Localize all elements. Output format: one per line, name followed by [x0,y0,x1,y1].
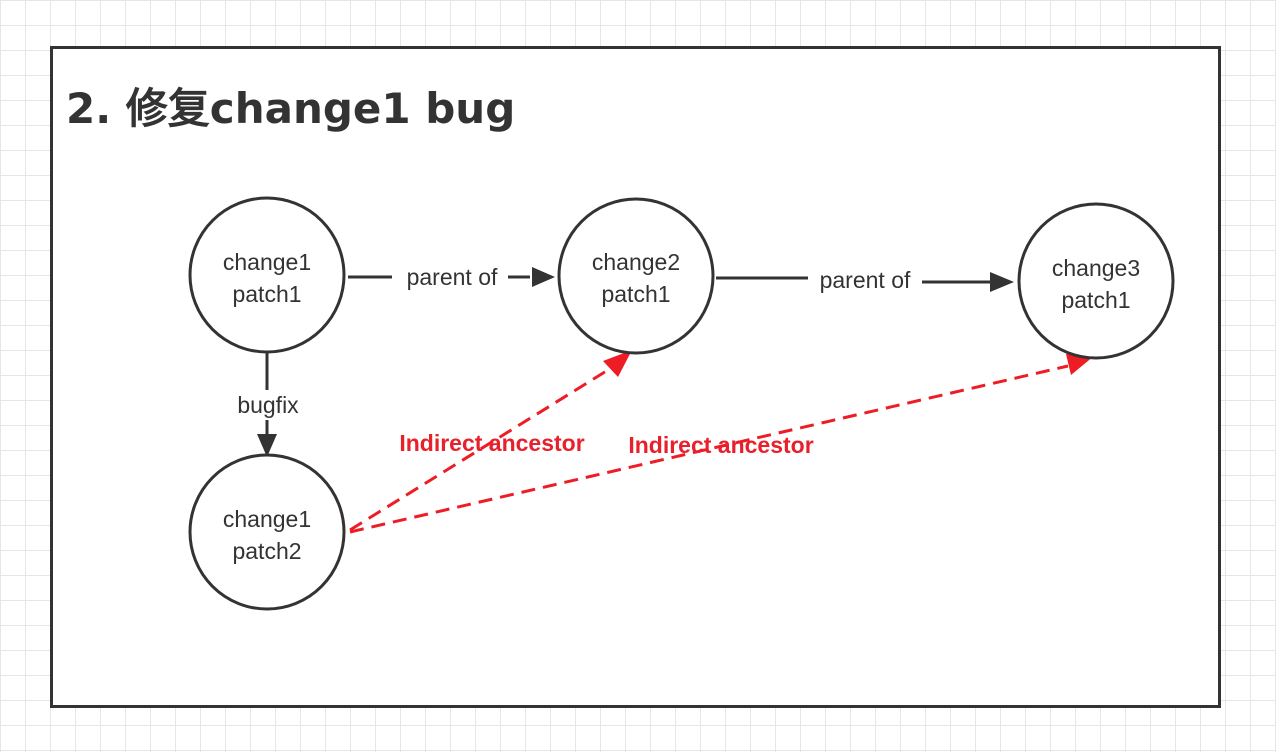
edge-label-c2p1-to-c3p1: parent of [820,267,911,293]
diagram-title: 2. 修复change1 bug [66,84,516,133]
node-change2-patch1: change2 patch1 [557,197,715,355]
node-label-line1: change1 [223,249,311,275]
node-label-line2: patch2 [232,538,301,564]
node-label-line2: patch1 [601,281,670,307]
node-label-line1: change1 [223,506,311,532]
node-label-line2: patch1 [1061,287,1130,313]
indirect-label-c1p2-to-c3p1: Indirect ancestor [628,432,813,458]
node-label-line2: patch1 [232,281,301,307]
indirect-edge-c1p2-to-c2p1: Indirect ancestor [349,350,632,532]
edge-label-c1p1-to-c2p1: parent of [407,264,498,290]
indirect-edge-c1p2-to-c3p1: Indirect ancestor [349,354,1094,534]
edge-c1p1-to-c2p1: parent of [348,264,555,290]
edge-c1p1-to-c1p2: bugfix [237,352,299,457]
indirect-label-c1p2-to-c2p1: Indirect ancestor [399,430,584,456]
edge-label-c1p1-to-c1p2: bugfix [237,392,299,418]
edge-c2p1-to-c3p1: parent of [716,267,1014,293]
node-change1-patch1: change1 patch1 [188,196,346,354]
node-change3-patch1: change3 patch1 [1017,202,1175,360]
node-label-line1: change3 [1052,255,1140,281]
node-change1-patch2: change1 patch2 [188,453,346,611]
node-label-line1: change2 [592,249,680,275]
